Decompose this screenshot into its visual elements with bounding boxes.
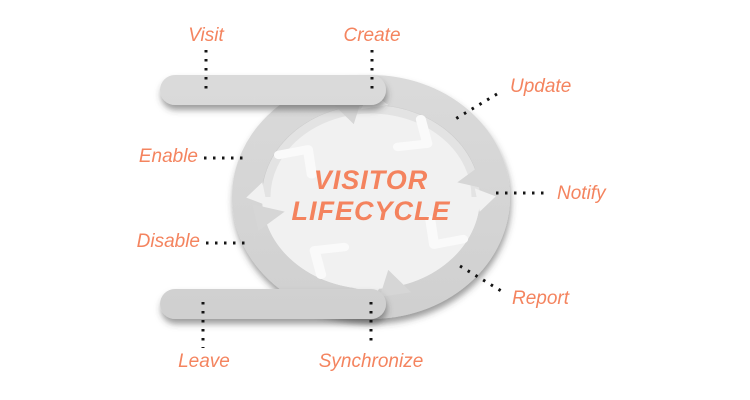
chevron-4	[425, 215, 469, 249]
label-synchronize: Synchronize	[318, 351, 424, 372]
label-disable: Disable	[136, 231, 200, 252]
cycle-notch-right	[457, 163, 490, 190]
chevron-3	[309, 242, 350, 280]
diagram-title-line1: VISITOR	[313, 165, 429, 195]
label-notify: Notify	[557, 183, 606, 204]
chevron-2	[273, 145, 317, 179]
diagram-title-line2: LIFECYCLE	[291, 196, 451, 226]
label-enable: Enable	[138, 146, 198, 167]
cycle-arrow-tip-left	[246, 182, 268, 206]
cycle-notch-left	[252, 204, 285, 231]
label-report: Report	[512, 288, 570, 309]
diagram-title: VISITOR LIFECYCLE	[291, 165, 450, 227]
chevron-1	[392, 114, 433, 152]
label-create: Create	[343, 25, 401, 46]
connectors	[201, 50, 544, 348]
label-update: Update	[510, 76, 572, 97]
cycle-chevrons	[273, 114, 469, 280]
cycle-notch-bottom	[379, 269, 412, 297]
cycle-arrow-tip-right	[474, 188, 496, 212]
label-leave: Leave	[178, 351, 230, 372]
inner-disc	[262, 105, 480, 289]
label-visit: Visit	[188, 25, 224, 46]
